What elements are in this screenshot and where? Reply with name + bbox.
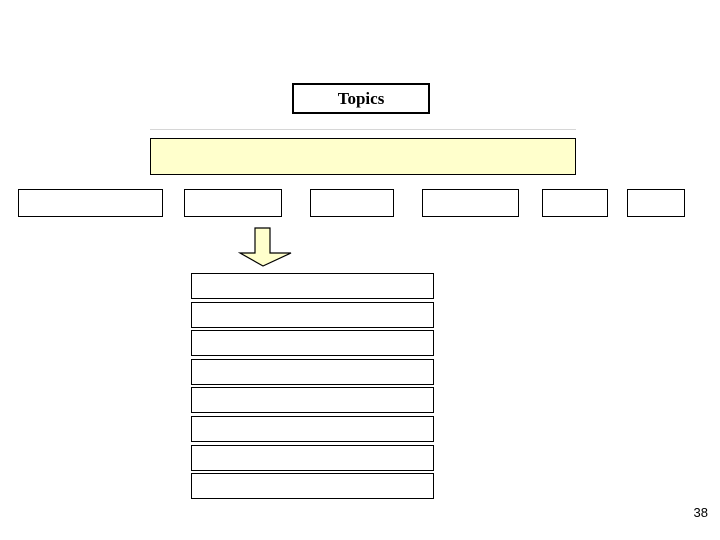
row-box-4 [422, 189, 519, 217]
list-box-3 [191, 330, 434, 357]
down-arrow-shape [238, 227, 292, 267]
list-box-1 [191, 273, 434, 299]
list-box-2 [191, 301, 434, 328]
down-arrow-icon [238, 227, 292, 267]
row-box-6 [627, 189, 685, 217]
list-box-4 [191, 358, 434, 385]
row-box-1 [18, 189, 163, 217]
list-stack [191, 273, 434, 500]
row-box-5 [542, 189, 608, 217]
row-box-3 [310, 189, 394, 217]
list-box-6 [191, 415, 434, 442]
page-number: 38 [693, 505, 708, 520]
list-box-7 [191, 444, 434, 471]
highlight-bar [150, 138, 576, 175]
list-box-8 [191, 473, 434, 500]
title-box: Topics [292, 83, 430, 114]
list-box-5 [191, 387, 434, 414]
faint-divider-line [150, 129, 576, 130]
row-box-2 [184, 189, 282, 217]
